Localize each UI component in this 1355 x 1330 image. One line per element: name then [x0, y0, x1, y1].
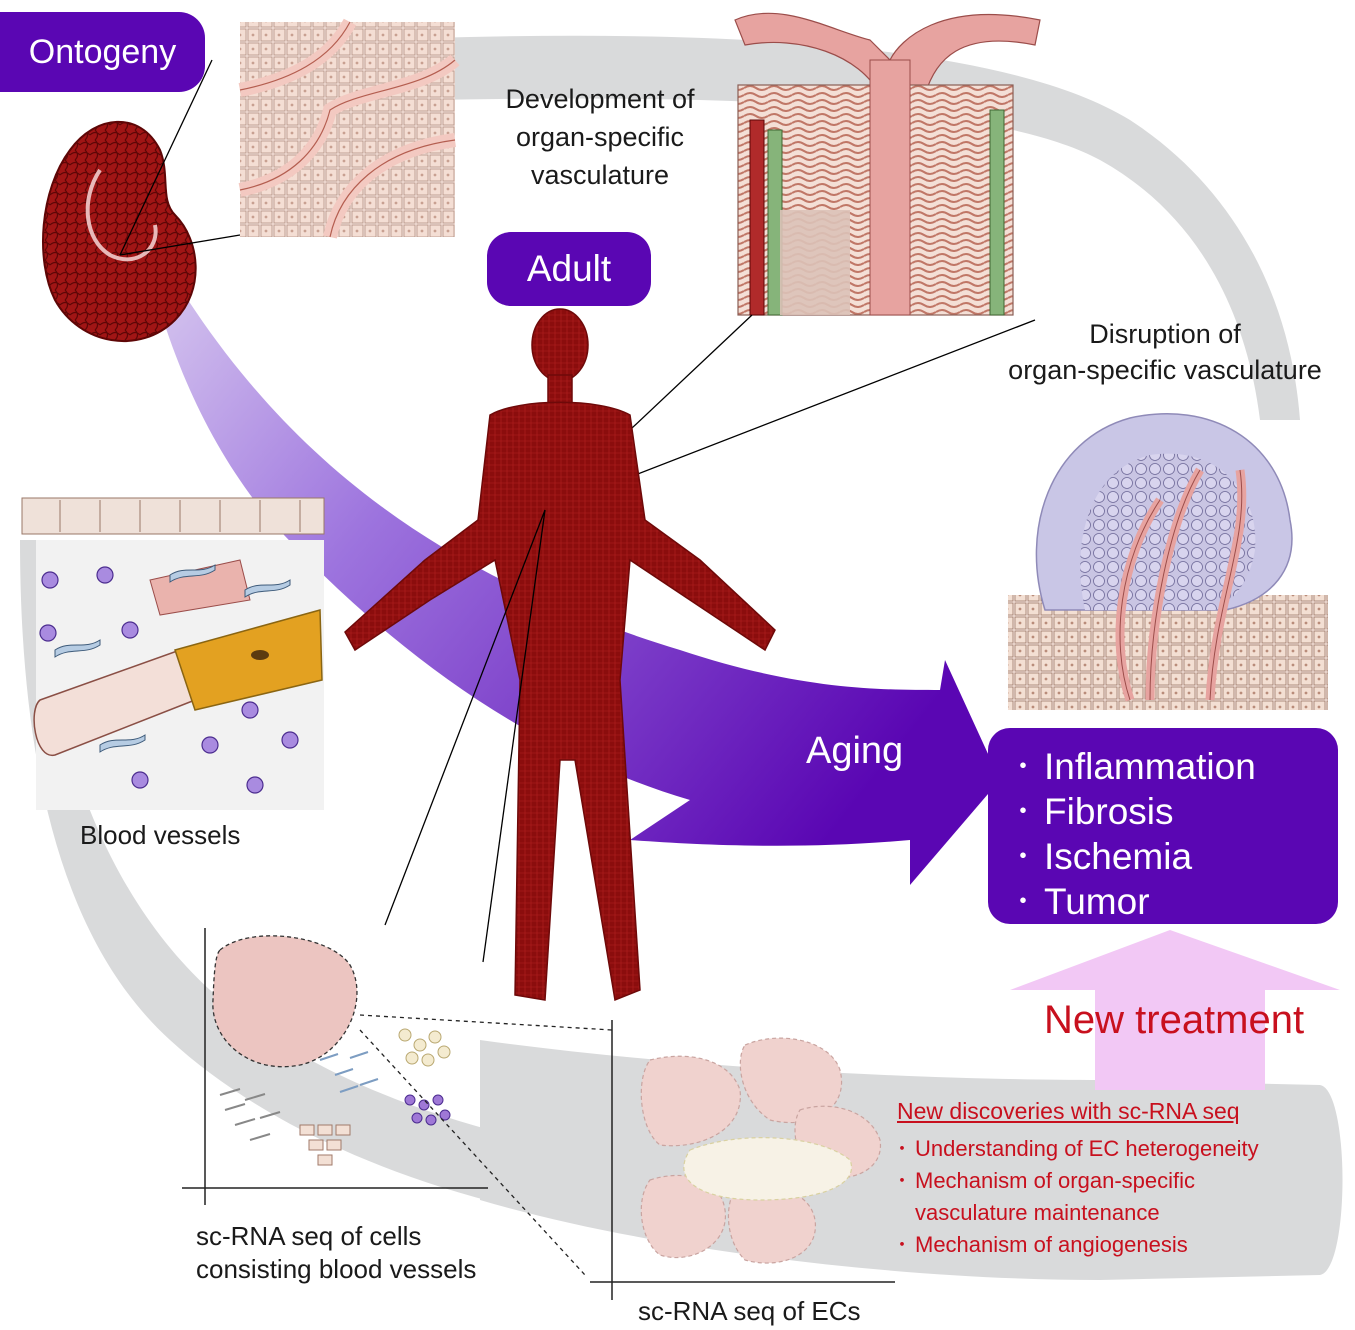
discoveries-panel: New discoveries with sc-RNA seq Understa…: [893, 1098, 1337, 1261]
scrna-cells-label: sc-RNA seq of cells consisting blood ves…: [196, 1221, 477, 1284]
scrna-cells-plot: [182, 928, 488, 1205]
scrna-ecs-label: sc-RNA seq of ECs: [638, 1296, 861, 1326]
discovery-item: Mechanism of angiogenesis: [893, 1229, 1337, 1261]
discoveries-title: New discoveries with sc-RNA seq: [897, 1098, 1240, 1124]
outcome-item: Inflammation: [1044, 744, 1338, 789]
disease-outcomes-list: Inflammation Fibrosis Ischemia Tumor: [988, 728, 1338, 924]
blood-vessels-illustration: [21, 497, 325, 810]
discovery-item: Understanding of EC heterogeneity: [893, 1133, 1337, 1165]
disease-outcomes-box: Inflammation Fibrosis Ischemia Tumor: [988, 728, 1338, 924]
discovery-item: Mechanism of organ-specific vasculature …: [893, 1165, 1265, 1229]
aging-arrow: [160, 300, 1000, 885]
tumor-vasculature-illustration: [1008, 413, 1328, 710]
development-label: Development of organ-specific vasculatur…: [505, 84, 695, 190]
new-treatment-label: New treatment: [1044, 998, 1305, 1042]
organ-vasculature-illustration: [734, 12, 1041, 316]
aging-label: Aging: [806, 730, 904, 772]
ontogeny-tissue-inset: [238, 18, 460, 239]
adult-stage-label: Adult: [487, 232, 651, 306]
outcome-item: Fibrosis: [1044, 789, 1338, 834]
outcome-item: Tumor: [1044, 879, 1338, 924]
disruption-label: Disruption of organ-specific vasculature: [1008, 319, 1322, 385]
blood-vessels-label: Blood vessels: [80, 820, 241, 850]
discoveries-list: Understanding of EC heterogeneity Mechan…: [893, 1133, 1337, 1261]
scrna-ecs-plot: [590, 1020, 895, 1300]
embryo-vasculature-illustration: [42, 120, 197, 342]
outcome-item: Ischemia: [1044, 834, 1338, 879]
ontogeny-stage-label: Ontogeny: [0, 12, 205, 92]
treatment-arrow: [1010, 930, 1340, 1090]
human-body-vasculature: [344, 308, 776, 1002]
